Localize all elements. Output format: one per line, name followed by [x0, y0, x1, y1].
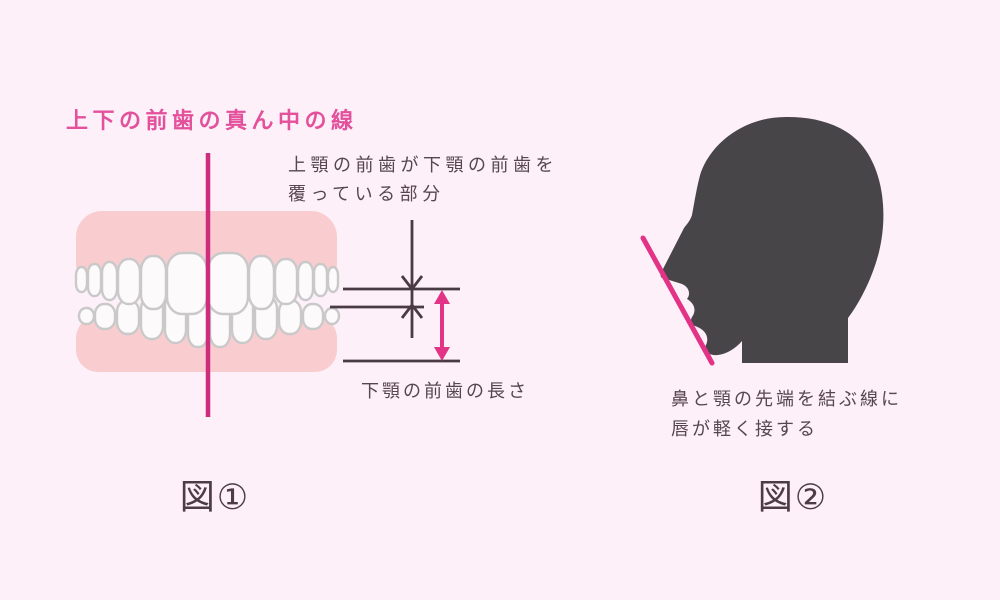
tooth	[323, 306, 341, 326]
tooth	[165, 251, 209, 316]
midline-title: 上下の前歯の真ん中の線	[66, 109, 358, 134]
nose-chin-line-label-line1: 鼻と顎の先端を結ぶ線に	[671, 389, 902, 410]
tooth	[139, 254, 168, 311]
length-dimension	[434, 290, 450, 361]
overlap-label: 上顎の前歯が下顎の前歯を 覆っている部分	[288, 151, 558, 209]
tooth	[100, 260, 119, 302]
length-arrow-down-head-icon	[434, 347, 450, 361]
overlap-label-line1: 上顎の前歯が下顎の前歯を	[288, 155, 558, 176]
head-silhouette	[660, 116, 884, 363]
overlap-label-line2: 覆っている部分	[288, 184, 445, 205]
tooth	[296, 260, 315, 302]
teeth-illustration	[74, 211, 341, 372]
tooth	[74, 265, 89, 294]
tooth	[206, 251, 250, 316]
tooth	[301, 302, 325, 331]
tooth	[116, 257, 142, 306]
nose-chin-line	[640, 235, 715, 366]
down-arrowhead-icon	[400, 275, 424, 292]
tooth	[312, 262, 329, 298]
figure2-caption: 図②	[757, 478, 829, 518]
figure1-caption: 図①	[179, 478, 251, 518]
overlap-dimension	[330, 220, 460, 363]
nose-chin-line-label: 鼻と顎の先端を結ぶ線に 唇が軽く接する	[671, 385, 902, 445]
up-arrowhead-icon	[400, 302, 424, 319]
upper-teeth	[74, 251, 340, 316]
tooth	[77, 306, 96, 326]
tooth	[326, 265, 340, 294]
lower-incisor-length-label: 下顎の前歯の長さ	[361, 381, 529, 402]
tooth	[273, 257, 299, 306]
tooth	[86, 262, 103, 298]
length-arrow-up-head-icon	[434, 290, 450, 304]
nose-chin-line-label-line2: 唇が軽く接する	[671, 419, 818, 440]
tooth	[93, 302, 117, 331]
tooth	[247, 254, 276, 311]
tooth	[277, 298, 303, 336]
